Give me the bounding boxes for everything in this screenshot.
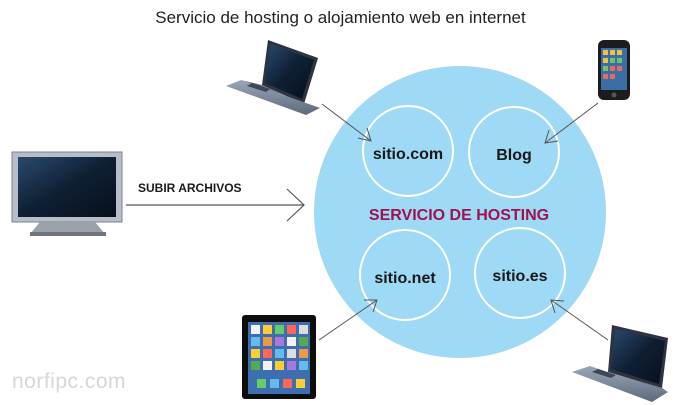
- access-arrow-tablet: [318, 299, 378, 341]
- access-arrow-phone: [544, 102, 599, 144]
- smartphone-icon: [598, 40, 630, 100]
- watermark: norfipc.com: [12, 370, 127, 393]
- site-label: Blog: [496, 147, 532, 164]
- site-node-sitio-es: sitio.es: [474, 227, 566, 319]
- site-node-sitio-com: sitio.com: [362, 105, 454, 197]
- access-arrow-laptop-bottom: [550, 299, 609, 341]
- site-node-blog: Blog: [468, 106, 560, 198]
- access-arrow-laptop-top: [321, 103, 372, 142]
- site-label: sitio.es: [492, 268, 547, 285]
- upload-arrow: [126, 188, 305, 222]
- site-node-sitio-net: sitio.net: [359, 229, 451, 321]
- hosting-label: SERVICIO DE HOSTING: [369, 207, 549, 224]
- site-label: sitio.net: [374, 270, 436, 287]
- tablet-icon: [242, 315, 316, 399]
- hosting-cloud: [314, 66, 606, 358]
- diagram-title: Servicio de hosting o alojamiento web en…: [155, 8, 526, 27]
- upload-label: SUBIR ARCHIVOS: [138, 181, 242, 195]
- monitor-icon: [11, 151, 123, 236]
- site-label: sitio.com: [373, 146, 443, 163]
- laptop-icon: [226, 40, 320, 115]
- laptop-icon: [572, 325, 668, 402]
